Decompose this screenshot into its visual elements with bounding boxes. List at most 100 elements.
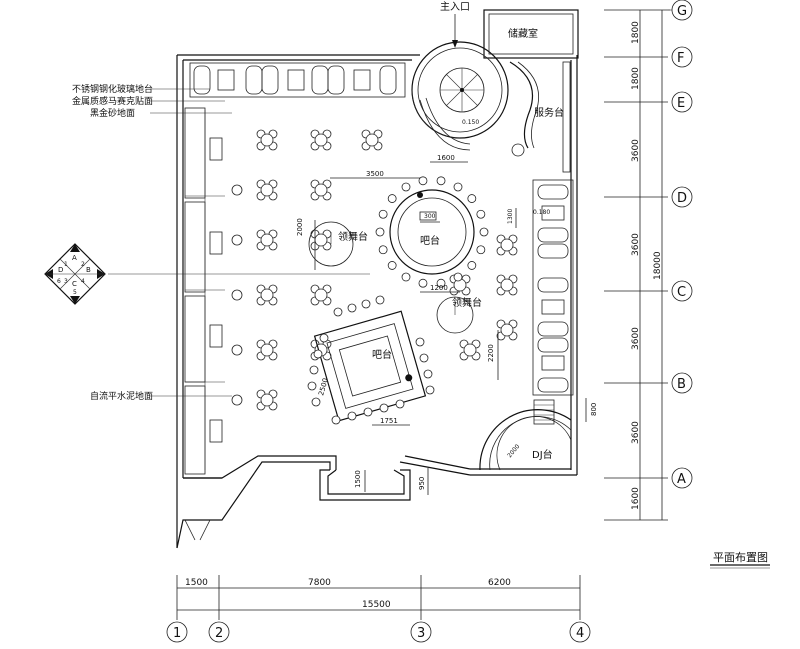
cafe-table-set <box>231 129 518 411</box>
axis-2: 2 <box>215 626 223 641</box>
label-service-counter: 服务台 <box>534 106 564 119</box>
label-main-entrance: 主入口 <box>440 1 470 13</box>
outer-walls <box>176 9 579 549</box>
dim-950: 950 <box>418 477 426 490</box>
right-dim-chain <box>604 9 670 521</box>
label-round-bar: 吧台 <box>420 234 440 247</box>
label-dance-1: 领舞台 <box>338 230 368 243</box>
rdim-6: 3600 <box>631 421 641 444</box>
dim-2500: 2500 <box>317 377 330 396</box>
table-set <box>231 184 243 196</box>
bar-stool <box>423 369 433 379</box>
table-set <box>256 284 278 306</box>
dim-2200: 2200 <box>487 344 495 362</box>
stairs <box>533 399 555 425</box>
label-dance-2: 领舞台 <box>452 296 482 309</box>
bar-stool <box>401 272 411 282</box>
square-bar-stools <box>307 295 435 425</box>
annotation-leaders <box>108 88 370 397</box>
bottom-dim-chain <box>176 575 581 620</box>
table-set <box>310 179 332 201</box>
rdim-3: 3600 <box>631 139 641 162</box>
annotation-black-gold: 黑金砂地面 <box>90 107 135 119</box>
rdim-5: 3600 <box>631 327 641 350</box>
compass-1: 1 <box>64 261 68 268</box>
rdim-7: 1600 <box>631 487 641 510</box>
label-square-bar: 吧台 <box>372 348 392 361</box>
dim-1300: 1300 <box>507 209 514 224</box>
compass-icon <box>44 243 106 305</box>
right-sofas <box>532 179 574 425</box>
dim-800: 800 <box>590 403 598 416</box>
annotation-mosaic: 金属质感马赛克贴面 <box>72 95 153 107</box>
bar-stool <box>347 303 357 313</box>
dim-0180: 0.180 <box>533 209 550 216</box>
dim-1751: 1751 <box>380 417 398 425</box>
bar-stool <box>401 182 411 192</box>
axis-1: 1 <box>173 626 181 641</box>
bdim-2: 7800 <box>308 578 331 588</box>
bar-stool <box>361 299 371 309</box>
dim-2000: 2000 <box>296 218 304 236</box>
axis-4: 4 <box>576 626 584 641</box>
table-set <box>256 129 278 151</box>
compass-b: B <box>86 266 91 274</box>
table-set <box>459 339 481 361</box>
bar-stool <box>453 182 463 192</box>
left-booths <box>184 107 225 475</box>
table-set <box>231 289 243 301</box>
bar-stool <box>309 365 319 375</box>
bar-stool <box>313 349 323 359</box>
square-bar <box>313 310 427 422</box>
bdim-total: 15500 <box>362 600 391 610</box>
bdim-1: 1500 <box>185 578 208 588</box>
annotation-cement-floor: 自流平水泥地面 <box>90 390 153 402</box>
dj-booth <box>479 409 572 471</box>
label-storage: 储藏室 <box>508 27 538 40</box>
bar-stool <box>331 415 341 425</box>
bar-stool <box>418 278 428 288</box>
bar-stool <box>453 272 463 282</box>
bar-stool <box>476 245 486 255</box>
bdim-3: 6200 <box>488 578 511 588</box>
table-set <box>496 234 518 256</box>
table-set <box>496 274 518 296</box>
bar-stool <box>375 227 385 237</box>
main-entrance-rotunda <box>411 14 571 173</box>
bar-stool <box>419 353 429 363</box>
bar-stools <box>375 176 489 288</box>
bar-stool <box>333 307 343 317</box>
compass-c: C <box>72 280 77 288</box>
bar-stool <box>379 403 389 413</box>
table-set <box>231 234 243 246</box>
bar-stool <box>387 194 397 203</box>
label-dj: DJ台 <box>532 448 553 461</box>
compass-a: A <box>72 254 77 262</box>
bar-stool <box>467 261 477 270</box>
rdim-2: 1800 <box>631 67 641 90</box>
bar-stool <box>467 194 477 203</box>
drawing-title: 平面布置图 <box>713 551 768 564</box>
compass-d: D <box>58 266 63 274</box>
table-set <box>231 344 243 356</box>
dim-1500: 1500 <box>354 470 362 488</box>
bar-stool <box>395 399 405 409</box>
compass-3: 3 <box>64 278 68 285</box>
bar-stool <box>418 176 428 186</box>
table-set <box>496 319 518 341</box>
bar-stool <box>436 278 446 288</box>
compass-2: 2 <box>81 261 85 268</box>
dim-1600: 1600 <box>437 154 455 162</box>
rdim-total: 18000 <box>653 251 663 280</box>
bar-stool <box>415 337 425 347</box>
table-set <box>256 339 278 361</box>
axis-3: 3 <box>417 626 425 641</box>
annotation-glass-platform: 不锈钢钢化玻璃地台 <box>72 83 153 95</box>
row-axis-markers <box>668 0 693 489</box>
dim-1200: 1200 <box>430 284 448 292</box>
round-bar <box>375 176 489 288</box>
table-set <box>310 129 332 151</box>
bar-stool <box>307 381 317 391</box>
axis-d: D <box>677 191 687 206</box>
